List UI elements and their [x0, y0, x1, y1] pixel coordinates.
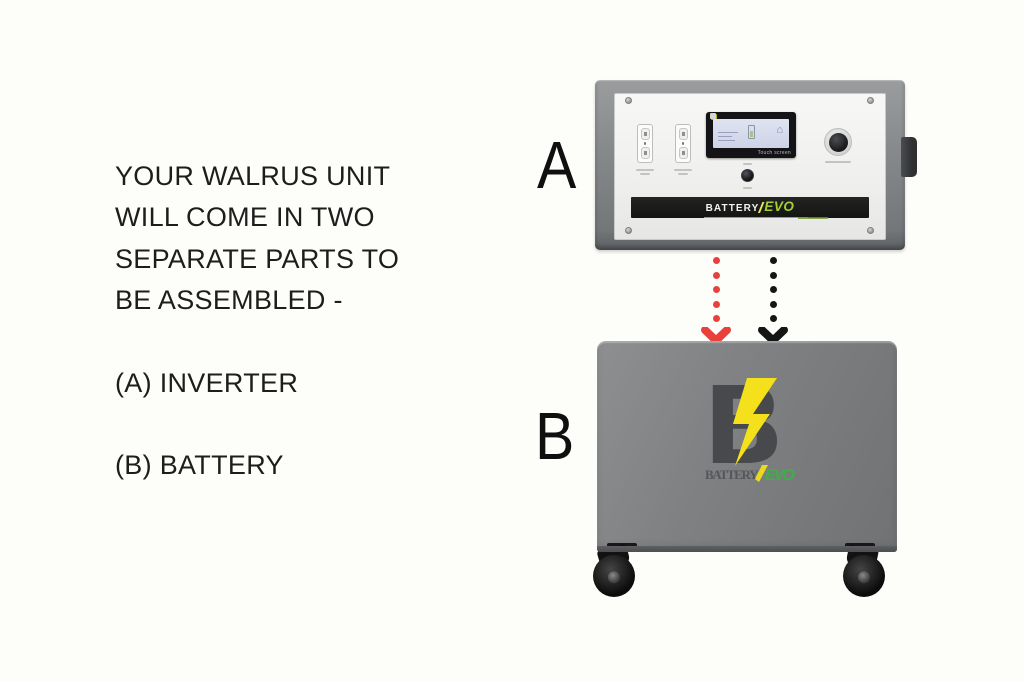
- black-down-arrow: [758, 257, 788, 347]
- caster-hub: [858, 571, 870, 584]
- outlet-screw: [643, 142, 647, 145]
- arrow-dot: [712, 300, 720, 308]
- red-down-arrow: [701, 257, 731, 347]
- battery-brand-accent-text: EVO: [765, 467, 796, 484]
- caster-wheel-left: [591, 543, 647, 607]
- logo-slash-icon: [755, 465, 768, 482]
- screen-bezel: ⌂ Touch screen: [706, 112, 796, 158]
- arrow-dot: [769, 300, 777, 308]
- button-caption: [743, 163, 752, 165]
- intro-line-3: SEPARATE PARTS TO: [115, 243, 400, 274]
- brand-underline: [703, 217, 808, 218]
- brand-band: BATTERY EVO: [631, 197, 869, 219]
- caster-wheel: [593, 555, 635, 597]
- lightning-bolt-icon: [733, 378, 777, 466]
- battery-status-icon: [748, 125, 755, 139]
- intro-text: YOUR WALRUS UNIT WILL COME IN TWO SEPARA…: [115, 156, 399, 486]
- inverter-front-panel: ⌂ Touch screen BATTERY EVO: [614, 93, 886, 240]
- display-graph: [718, 129, 738, 141]
- port-caption: [825, 161, 851, 163]
- outlet-screw: [681, 142, 685, 145]
- touch-screen-label: Touch screen: [757, 150, 791, 156]
- caster-wheel-right: [829, 543, 885, 607]
- caster-hub: [608, 571, 620, 584]
- brand-tagline: [798, 217, 829, 219]
- intro-line-2: WILL COME IN TWO: [115, 202, 375, 233]
- screen-brand-chip: [710, 113, 716, 119]
- side-handle: [901, 137, 917, 177]
- arrow-dot: [712, 271, 720, 279]
- brand-text: BATTERY: [705, 203, 760, 214]
- arrow-dot: [712, 315, 720, 322]
- ac-outlet: [675, 124, 691, 163]
- arrow-dot: [769, 286, 777, 293]
- arrow-dot: [769, 271, 777, 279]
- outlet-socket: [640, 128, 650, 140]
- button-caption: [743, 187, 752, 189]
- arrow-chevron-icon: [758, 326, 788, 344]
- panel-screw: [625, 97, 632, 104]
- panel-screw: [867, 227, 874, 234]
- port-face: [828, 132, 848, 152]
- outlet-socket: [640, 147, 650, 159]
- outlet-caption: [674, 169, 692, 171]
- panel-screw: [625, 227, 632, 234]
- part-b-label: (B) BATTERY: [115, 450, 284, 481]
- arrow-dot: [712, 286, 720, 293]
- unit-b-letter: B: [535, 399, 575, 474]
- unit-a-letter: A: [537, 128, 577, 203]
- battery-logo: B BATTERY EVO: [703, 378, 796, 484]
- outlet-socket: [678, 128, 688, 140]
- intro-line-4: BE ASSEMBLED -: [115, 285, 343, 316]
- arrow-dot: [712, 257, 720, 264]
- outlet-socket: [678, 147, 688, 159]
- ac-outlet: [637, 124, 653, 163]
- arrow-dot: [769, 315, 777, 322]
- battery-unit: B BATTERY EVO: [593, 341, 897, 597]
- part-a-label: (A) INVERTER: [115, 367, 299, 398]
- arrow-dot: [769, 257, 777, 264]
- ac-twistlock-port: [824, 128, 852, 156]
- battery-brand-text: BATTERY: [705, 467, 759, 482]
- outlet-caption: [636, 169, 654, 171]
- caster-wheel: [843, 555, 885, 597]
- home-icon: ⌂: [776, 124, 783, 136]
- outlet-caption: [640, 173, 650, 175]
- inverter-unit: ⌂ Touch screen BATTERY EVO: [595, 80, 917, 250]
- intro-line-1: YOUR WALRUS UNIT: [115, 161, 391, 191]
- power-button[interactable]: [741, 169, 754, 182]
- panel-screw: [867, 97, 874, 104]
- brand-accent-text: EVO: [764, 199, 795, 214]
- arrow-chevron-icon: [701, 326, 731, 344]
- touch-screen-display[interactable]: ⌂: [713, 119, 789, 148]
- outlet-caption: [678, 173, 688, 175]
